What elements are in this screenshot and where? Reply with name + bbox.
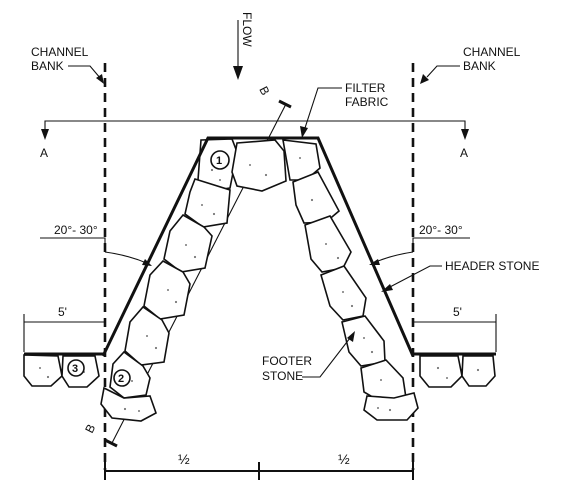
stones-ground-right [419,355,496,388]
section-a-arrow-left [41,129,49,140]
flow-label: FLOW [240,12,254,47]
channel-bank-label-right-line2: BANK [463,59,496,73]
dam-outline [101,136,415,357]
angle-arc-left [104,251,150,265]
section-a-line [44,120,466,133]
angle-arc-right-arrow [369,259,380,265]
section-b-label-top: B [256,84,272,97]
channel-bank-label-left-line1: CHANNEL [31,45,89,59]
svg-text:3: 3 [72,363,78,375]
footer-stone-leader-arrow [347,331,355,342]
angle-ref-right [412,237,470,252]
angle-arc-left-arrow [142,259,152,266]
header-stone-label: HEADER STONE [445,259,539,273]
footer-stone-leader [302,337,351,378]
filter-fabric-leader-arrow [300,126,308,138]
section-b-tick-bottom [104,438,118,448]
footer-stone-label-line1: FOOTER [262,354,312,368]
flow-arrow-head [233,66,243,80]
channel-bank-leader-left [68,65,102,80]
channel-bank-leader-right [426,65,460,78]
filter-fabric-label-line2: FABRIC [345,95,389,109]
svg-text:2: 2 [118,373,124,385]
stone-speckle [39,157,480,412]
section-b-tick-top [278,99,292,109]
angle-arc-right [372,251,414,264]
callout-3: 3 [67,359,85,377]
channel-bank-leader-left-arrow [96,74,104,84]
angle-ref-left [40,237,106,252]
svg-text:1: 1 [216,155,222,167]
channel-bank-label-right-line1: CHANNEL [463,45,521,59]
dim-5-right-label: 5' [453,305,462,319]
dim-half-right-label: ½ [338,451,350,467]
filter-fabric-leader [303,87,342,132]
filter-fabric-label-line1: FILTER [345,81,386,95]
section-a-arrow-right [461,129,469,140]
header-stone-leader-arrow [381,284,393,292]
section-b-label-bottom: B [82,422,98,435]
dim-5-left-label: 5' [58,305,67,319]
channel-bank-leader-right-arrow [420,74,429,84]
dim-half-left-label: ½ [178,451,190,467]
section-a-label-right: A [460,146,468,160]
callout-2: 2 [113,369,131,387]
stones-center [231,139,321,192]
stones-ground-left [23,354,100,388]
footer-stone-label-line2: STONE [262,369,303,383]
channel-bank-label-left-line2: BANK [31,59,64,73]
section-a-label-left: A [40,146,48,160]
header-stone-leader [387,265,442,289]
angle-label-left: 20°- 30° [54,223,98,237]
angle-label-right: 20°- 30° [419,223,463,237]
callout-1: 1 [210,150,230,170]
stones-right-arm [292,170,419,421]
